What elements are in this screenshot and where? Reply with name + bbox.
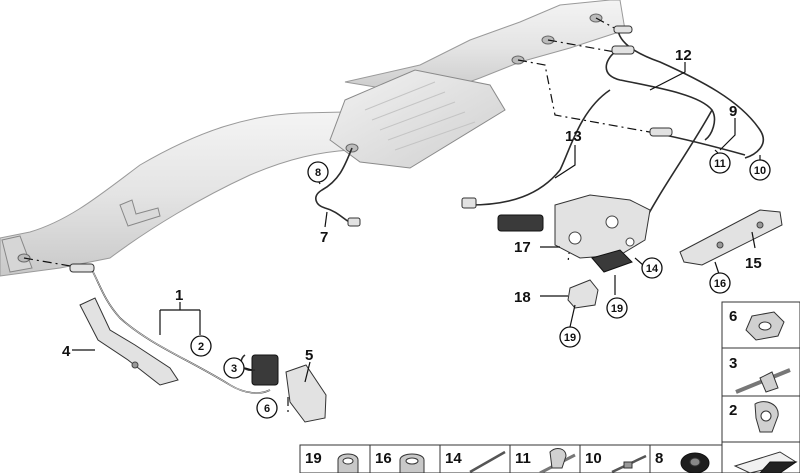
legend-bottom-cell-16: 16 xyxy=(369,444,441,473)
svg-text:3: 3 xyxy=(729,355,737,372)
sensor-bracket-front xyxy=(79,297,179,386)
sensor-body-rear-1 xyxy=(611,45,635,55)
circled-callout-2: 2 xyxy=(190,335,212,357)
legend-bottom-cell-8: 8 xyxy=(649,444,723,473)
nut-icon xyxy=(337,453,359,473)
circled-callout-11: 11 xyxy=(709,152,731,174)
svg-text:14: 14 xyxy=(646,263,659,275)
circled-callouts: 2 3 6 8 10 11 14 16 xyxy=(190,152,771,419)
callout-18: 18 xyxy=(514,289,531,306)
svg-text:10: 10 xyxy=(754,165,766,177)
catalytic-converter-ribs xyxy=(364,81,476,151)
oxygen-sensor-center xyxy=(315,147,361,227)
flange-nut-icon xyxy=(399,453,425,473)
callout-15: 15 xyxy=(745,255,762,272)
connector-bracket-front xyxy=(240,354,327,423)
svg-text:19: 19 xyxy=(305,450,322,467)
control-unit-19 xyxy=(591,249,633,273)
legend-bottom-cell-19: 19 xyxy=(299,444,371,473)
circled-callout-14: 14 xyxy=(641,257,663,279)
svg-text:19: 19 xyxy=(564,332,576,344)
pipe-hanger xyxy=(119,199,161,227)
svg-text:2: 2 xyxy=(198,341,204,353)
cable-tie-icon xyxy=(611,454,647,473)
grommet-icon xyxy=(680,452,710,473)
cable-holder-icon xyxy=(539,448,576,473)
legend-bottom-cell-14: 14 xyxy=(439,444,511,473)
callout-5: 5 xyxy=(305,347,313,364)
sensor-body-front xyxy=(69,263,95,273)
svg-text:10: 10 xyxy=(585,450,602,467)
sensor-body-rear-2 xyxy=(649,127,673,137)
bracket-18 xyxy=(567,279,599,309)
callout-1: 1 xyxy=(175,287,183,304)
cable-clamp-icon xyxy=(754,401,779,433)
exhaust-pipe-front xyxy=(0,111,351,277)
circled-callout-6: 6 xyxy=(256,397,278,419)
callout-17: 17 xyxy=(514,239,531,256)
legend-bottom-cell-10: 10 xyxy=(579,444,651,473)
svg-text:8: 8 xyxy=(655,450,663,467)
svg-text:6: 6 xyxy=(264,403,270,415)
circled-callout-19-upper: 19 xyxy=(606,297,628,319)
legend-side: 6 3 2 xyxy=(721,301,800,473)
cable-tie-icon xyxy=(469,450,506,473)
callout-13: 13 xyxy=(565,128,582,145)
svg-text:2: 2 xyxy=(729,402,737,419)
circled-callout-3: 3 xyxy=(223,357,245,379)
circled-callout-10: 10 xyxy=(749,159,771,181)
callout-12: 12 xyxy=(675,47,692,64)
svg-text:11: 11 xyxy=(714,158,726,170)
catalytic-converter xyxy=(329,69,506,169)
sensor-plug-center xyxy=(347,217,361,227)
callout-7: 7 xyxy=(320,229,328,246)
sensor-body-rear-3 xyxy=(613,25,633,34)
mounting-bracket-17 xyxy=(554,194,651,259)
circled-callout-8: 8 xyxy=(307,161,329,183)
circled-callout-19-lower: 19 xyxy=(559,326,581,348)
legend-side-cell-sticker xyxy=(721,441,800,473)
legend-side-cell-3: 3 xyxy=(721,347,800,397)
oxygen-sensor-rear xyxy=(461,25,765,253)
svg-text:11: 11 xyxy=(515,450,531,467)
harness-connector-13 xyxy=(497,214,544,232)
callout-9: 9 xyxy=(729,103,737,120)
legend-bottom-cell-11: 11 xyxy=(509,444,581,473)
svg-text:8: 8 xyxy=(315,167,321,179)
callout-labels: 1 4 5 7 9 12 13 15 17 18 xyxy=(62,47,762,364)
svg-text:6: 6 xyxy=(729,308,737,325)
circled-callout-16: 16 xyxy=(709,272,731,294)
svg-text:14: 14 xyxy=(445,450,462,467)
flange-nut-icon xyxy=(745,311,785,341)
svg-text:3: 3 xyxy=(231,363,237,375)
svg-text:16: 16 xyxy=(714,278,726,290)
legend-side-cell-6: 6 xyxy=(721,301,800,349)
callout-4: 4 xyxy=(62,343,71,360)
sticker-icon xyxy=(733,451,798,473)
oxygen-sensor-front xyxy=(69,263,271,394)
mounting-rail-15 xyxy=(679,209,783,266)
pipe-flange-left xyxy=(1,235,33,273)
svg-text:16: 16 xyxy=(375,450,392,467)
svg-text:19: 19 xyxy=(611,303,623,315)
harness-plug-left xyxy=(461,197,477,209)
legend-bottom: 19 16 14 11 xyxy=(299,444,723,473)
exhaust-system xyxy=(0,0,626,277)
cable-clip-icon xyxy=(735,368,791,394)
legend-side-cell-2: 2 xyxy=(721,395,800,443)
leader-lines xyxy=(72,62,761,383)
